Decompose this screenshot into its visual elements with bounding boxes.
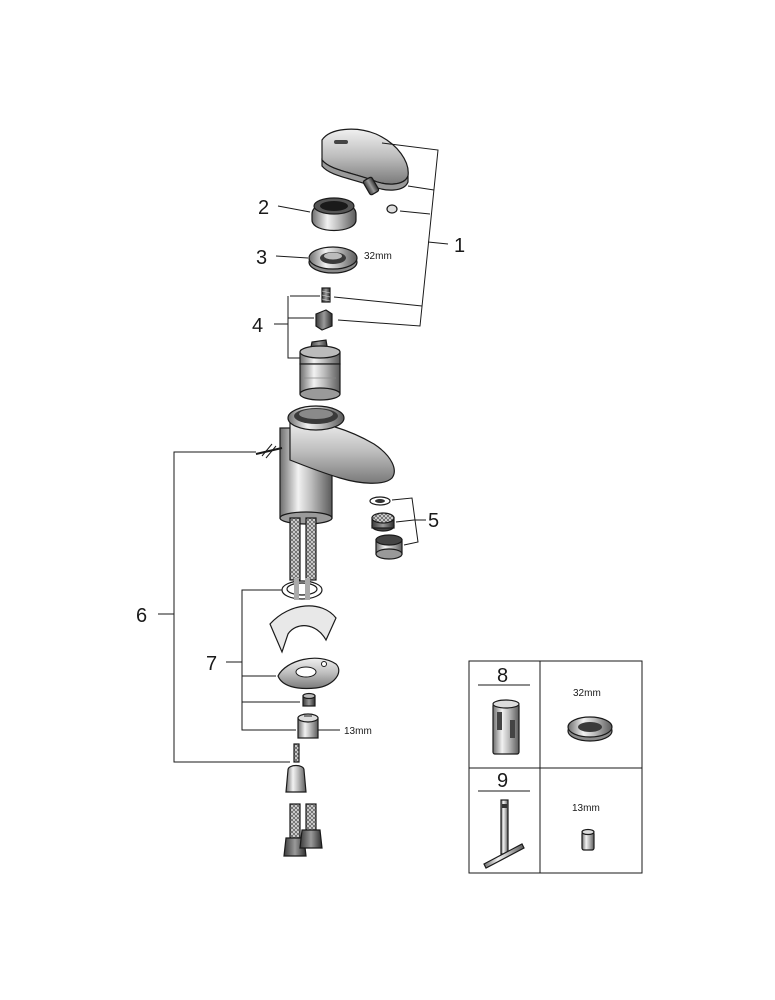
fixing-nut-13mm: [297, 713, 319, 739]
fixing-nut-small: [302, 692, 316, 707]
cartridge-socket-tool: [492, 699, 520, 755]
callout-5: 5: [428, 510, 439, 532]
cartridge: [299, 339, 341, 401]
callout-2: 2: [258, 197, 269, 219]
callout-4-bracket: [274, 295, 320, 359]
callout-7: 7: [206, 653, 217, 675]
tool-8-number: 8: [497, 665, 508, 687]
lift-rod: [255, 443, 283, 459]
callout-3: 3: [256, 247, 267, 269]
hose-connectors: [283, 803, 323, 857]
cartridge-adapter: [315, 309, 333, 331]
callout-5-bracket: [391, 497, 426, 546]
callout-7-bracket: [226, 589, 340, 731]
t-wrench-tool: [483, 799, 525, 869]
hex-nut-reference: [581, 828, 595, 851]
callout-6-bracket: [158, 451, 290, 763]
mixer-body: [279, 405, 395, 525]
ring-nut-reference: [567, 716, 613, 742]
ring-nut-size-label: 32mm: [364, 251, 392, 262]
callout-4: 4: [252, 315, 263, 337]
aerator-insert: [371, 512, 395, 532]
fixing-plate: [277, 657, 340, 690]
callout-6: 6: [136, 605, 147, 627]
callout-1: 1: [454, 235, 465, 257]
callout-3-leader: [275, 255, 309, 259]
tools-box: [468, 660, 643, 874]
pop-up-rod: [285, 743, 307, 793]
fixing-shim: [269, 605, 337, 654]
flexible-hoses: [289, 517, 317, 581]
tool-9-number: 9: [497, 770, 508, 792]
tool-9-size-label: 13mm: [572, 803, 600, 814]
callout-1-bracket: [333, 142, 449, 327]
aerator-washer: [369, 496, 391, 506]
cartridge-screw: [321, 287, 331, 303]
cover-cap: [311, 197, 357, 231]
ring-nut: [308, 246, 358, 274]
callout-2-leader: [277, 205, 311, 213]
handle-cap: [386, 204, 398, 214]
lever-handle: [321, 128, 409, 191]
tool-8-size-label: 32mm: [573, 688, 601, 699]
handle-grub-screw: [362, 176, 380, 196]
fixing-gasket: [281, 578, 323, 600]
fixing-nut-size-label: 13mm: [344, 726, 372, 737]
aerator-housing: [375, 534, 403, 560]
